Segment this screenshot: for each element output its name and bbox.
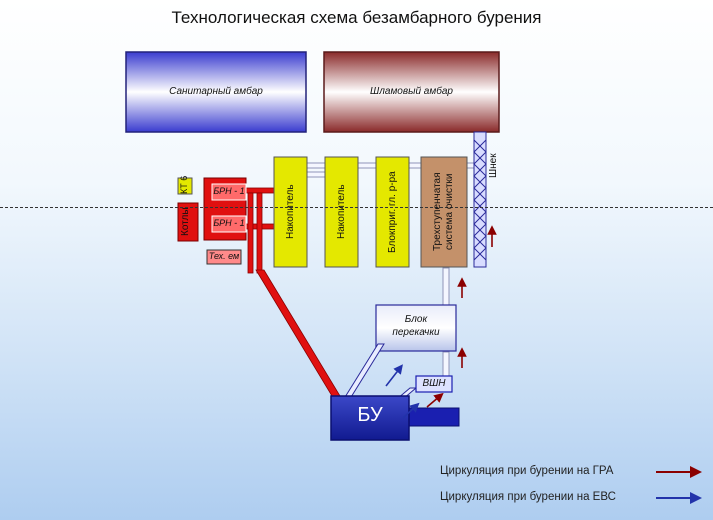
accumulator2-box [324, 156, 359, 268]
auger [473, 131, 487, 268]
arrows [385, 225, 497, 419]
legend-gra: Циркуляция при бурении на ГРА [440, 465, 614, 477]
transfer-box [375, 304, 457, 352]
tech-tank-label: Тех. ем [208, 251, 240, 261]
vshn-label: ВШН [422, 378, 446, 389]
sanitary-pit-label: Санитарный амбар [169, 86, 263, 97]
kt-box [177, 177, 193, 195]
mud-prep-box [375, 156, 410, 268]
sludge-pit [323, 51, 500, 133]
accumulator1-box [273, 156, 308, 268]
axis-line [0, 207, 713, 208]
legend-evs: Циркуляция при бурении на ЕВС [440, 491, 616, 503]
boilers-label: Котлы [180, 207, 191, 237]
cleaning-label: Трехступенчатая система очистки [432, 172, 455, 252]
sanitary-pit [125, 51, 307, 133]
brn2-label: БРН - 1 [213, 218, 245, 228]
brn1-label: БРН - 1 [213, 186, 245, 196]
mud-prep-label: Блокприг. гл. р-ра [387, 171, 398, 253]
transfer-label: Блок перекачки [392, 314, 440, 338]
accumulator2-label: Накопитель [336, 184, 347, 240]
accumulator1-label: Накопитель [285, 184, 296, 240]
boilers-box [177, 202, 199, 242]
brn1-box [211, 183, 247, 201]
tech-tank-box [206, 249, 242, 265]
cleaning-box [420, 156, 468, 268]
kt-label: КТ 6 [179, 175, 189, 194]
rig-label: БУ [357, 404, 383, 426]
brn2-box [211, 215, 247, 233]
rig-box [330, 395, 410, 441]
diagram-title: Технологическая схема безамбарного бурен… [171, 8, 542, 27]
auger-label: Шнек [488, 153, 499, 179]
sludge-pit-label: Шламовый амбар [370, 86, 453, 97]
vshn-box [415, 375, 453, 393]
